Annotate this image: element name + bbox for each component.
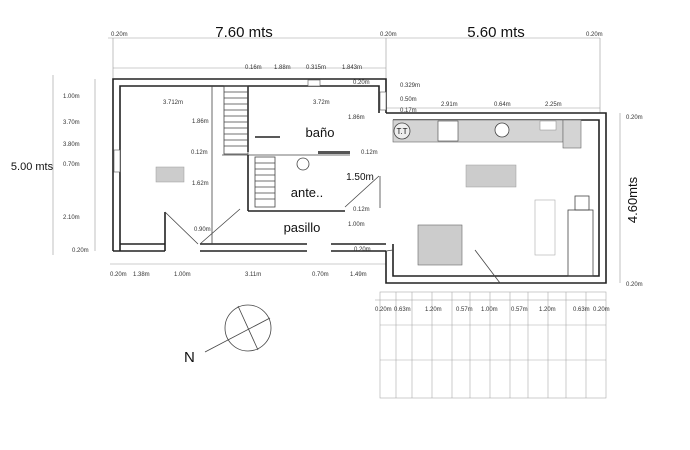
table bbox=[417, 224, 463, 266]
dimension-label: 0.20m bbox=[626, 282, 643, 288]
dimension-label: 0.20m bbox=[110, 272, 127, 278]
dimension-label: 0.20m bbox=[593, 307, 610, 313]
room-bath: baño bbox=[306, 125, 335, 140]
dimension-label: 0.64m bbox=[494, 102, 511, 108]
north-label: N bbox=[184, 349, 195, 366]
dimension-label: 1.38m bbox=[133, 272, 150, 278]
room-hall: pasillo bbox=[284, 220, 321, 235]
dimension-label: 0.20m bbox=[380, 32, 397, 38]
tt-label: T.T bbox=[396, 127, 407, 136]
dimension-label: 1.88m bbox=[274, 65, 291, 71]
dimension-label: 0.329m bbox=[400, 83, 420, 89]
terrace-grid bbox=[379, 291, 607, 399]
dimension-label: 0.57m bbox=[511, 307, 528, 313]
walls-left-block bbox=[112, 78, 387, 252]
top-dimensions: 0.20m 0.20m 0.20m 0.16m 1.88m 0.315m 1.8… bbox=[111, 32, 603, 86]
window bbox=[113, 149, 121, 173]
door-slider bbox=[318, 151, 350, 154]
dimension-label: 1.843m bbox=[342, 65, 362, 71]
dimension-label: 0.57m bbox=[456, 307, 473, 313]
kitchen-bottom-dimensions: 0.20m 0.63m 1.20m 0.57m 1.00m 0.57m 1.20… bbox=[375, 307, 610, 313]
dimension-label: 1.00m bbox=[63, 94, 80, 100]
height-right-label: 4.60mts bbox=[625, 176, 640, 223]
dimension-label: 3.72m bbox=[313, 100, 330, 106]
dimension-label: 3.80m bbox=[63, 142, 80, 148]
dimension-label: 0.63m bbox=[394, 307, 411, 313]
width-left-label: 7.60 mts bbox=[215, 24, 273, 41]
walls-kitchen-block: T.T bbox=[385, 112, 607, 284]
height-left-label: 5.00 mts bbox=[11, 161, 54, 173]
water-heater-icon bbox=[393, 122, 411, 140]
dimension-label: 0.63m bbox=[573, 307, 590, 313]
left-dimensions: 1.00m 3.70m 3.80m 0.70m 2.10m 0.20m bbox=[63, 94, 89, 254]
dimension-label: 1.00m bbox=[481, 307, 498, 313]
dimension-label: 0.20m bbox=[586, 32, 603, 38]
dimension-label: 3.712m bbox=[163, 100, 183, 106]
dimension-label: 1.86m bbox=[192, 119, 209, 125]
dimension-label: 0.90m bbox=[194, 227, 211, 233]
dimension-label: 0.20m bbox=[72, 248, 89, 254]
window bbox=[379, 91, 387, 111]
stairs bbox=[223, 85, 310, 208]
dimension-label: 1.00m bbox=[174, 272, 191, 278]
sink-icon bbox=[494, 122, 510, 138]
dining-table bbox=[465, 164, 517, 188]
dimension-label: 1.86m bbox=[348, 115, 365, 121]
dimension-label: 0.50m bbox=[400, 97, 417, 103]
dimension-label: 0.12m bbox=[361, 150, 378, 156]
dimension-label: 0.20m bbox=[375, 307, 392, 313]
dimension-label: 0.70m bbox=[63, 162, 80, 168]
ante-dim: 1.50m bbox=[346, 172, 374, 183]
dimension-label: 0.20m bbox=[353, 80, 370, 86]
north-arrow: N bbox=[184, 304, 272, 366]
stove-icon bbox=[437, 120, 459, 142]
bottom-dimensions: 0.20m 1.38m 1.00m 3.11m 0.70m 1.49m 0.20… bbox=[110, 272, 643, 288]
dimension-label: 0.20m bbox=[354, 247, 371, 253]
dimension-label: 0.20m bbox=[626, 115, 643, 121]
interior-dimensions: 3.712m 3.72m 1.86m 1.86m 0.12m 0.12m 1.6… bbox=[163, 100, 378, 253]
dimension-label: 2.91m bbox=[441, 102, 458, 108]
dimension-label: 0.16m bbox=[245, 65, 262, 71]
dimension-label: 0.315m bbox=[306, 65, 326, 71]
room-ante: ante.. bbox=[291, 185, 324, 200]
dimension-label: 0.12m bbox=[353, 207, 370, 213]
dimension-label: 1.00m bbox=[348, 222, 365, 228]
dimension-label: 0.70m bbox=[312, 272, 329, 278]
dimension-label: 0.12m bbox=[191, 150, 208, 156]
dimension-label: 2.25m bbox=[545, 102, 562, 108]
dimension-lines bbox=[52, 37, 621, 301]
dimension-label: 1.20m bbox=[425, 307, 442, 313]
dimension-label: 0.17m bbox=[400, 108, 417, 114]
window bbox=[307, 79, 321, 87]
kitchen-top-dimensions: 0.329m 0.50m 0.17m 2.91m 0.64m 2.25m 0.2… bbox=[400, 83, 643, 121]
dimension-label: 0.20m bbox=[111, 32, 128, 38]
width-right-label: 5.60 mts bbox=[467, 24, 525, 41]
dimension-label: 2.10m bbox=[63, 215, 80, 221]
dimension-label: 1.49m bbox=[350, 272, 367, 278]
dimension-label: 1.62m bbox=[192, 181, 209, 187]
dimension-label: 3.70m bbox=[63, 120, 80, 126]
dimension-label: 3.11m bbox=[245, 272, 261, 278]
table bbox=[155, 166, 185, 183]
kitchen-counter bbox=[392, 119, 564, 143]
dimension-label: 1.20m bbox=[539, 307, 556, 313]
